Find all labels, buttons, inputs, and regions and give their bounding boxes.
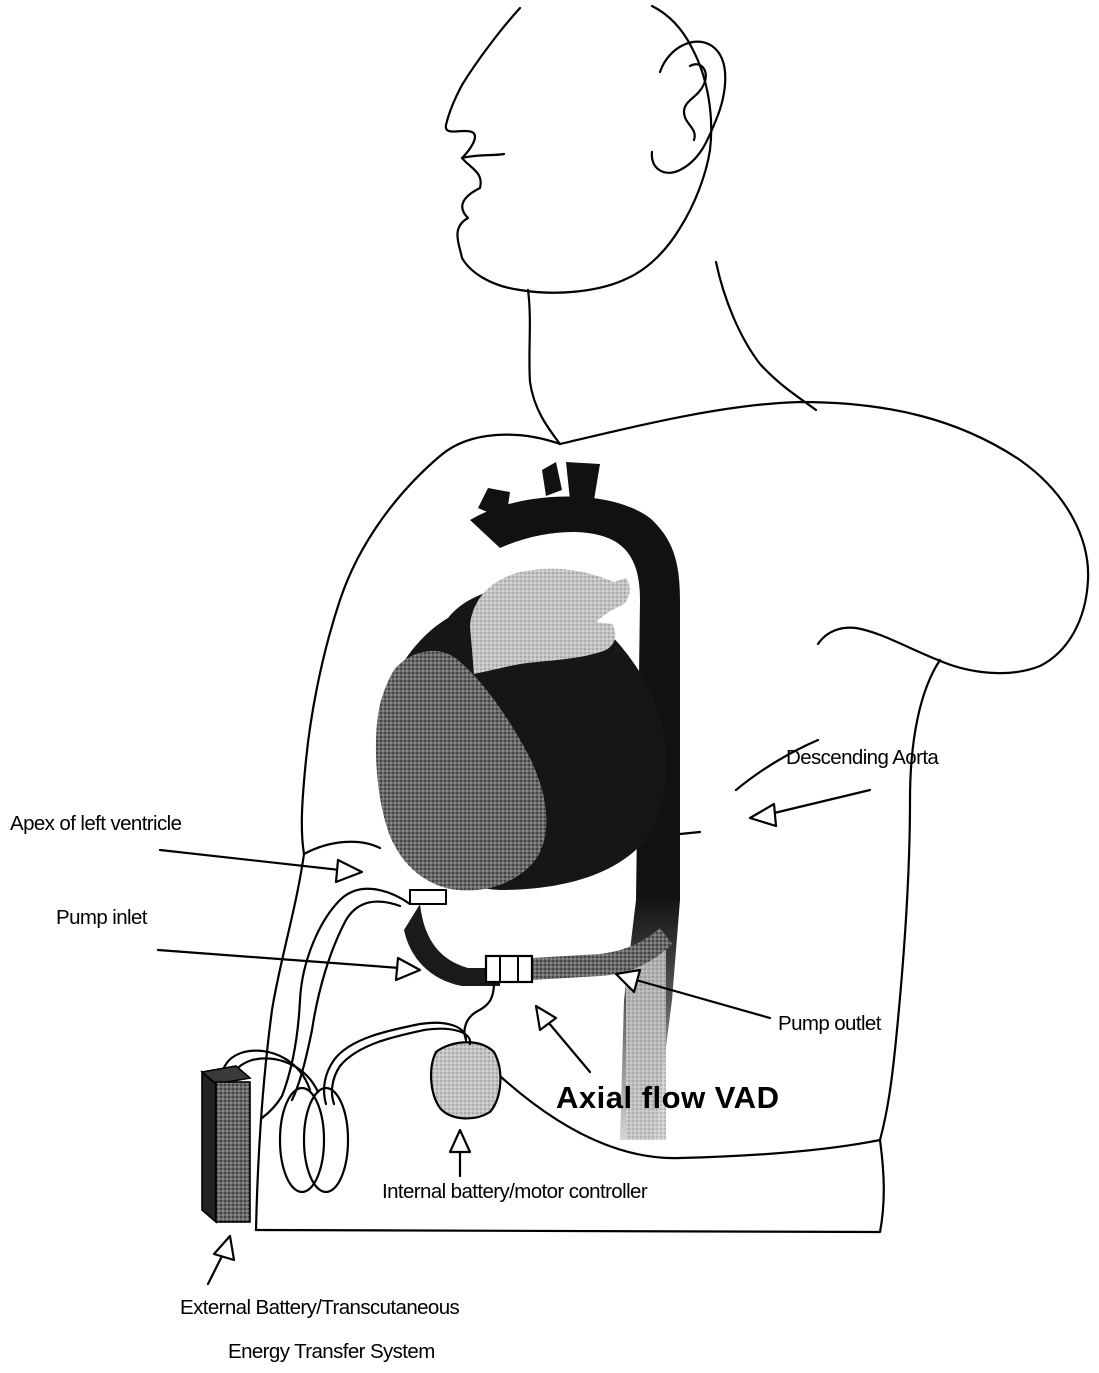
internal-lead-up [262, 889, 410, 1118]
coil-1 [280, 1088, 324, 1192]
internal-controller [431, 1042, 500, 1118]
apex-cannula [410, 890, 446, 904]
arrowhead-apex [336, 860, 362, 882]
leader-pump-inlet [158, 950, 400, 968]
leader-axial-flow [548, 1022, 590, 1072]
label-pump-outlet: Pump outlet [778, 1012, 882, 1035]
heart [376, 569, 667, 904]
external-battery [202, 1066, 250, 1222]
neck-front [528, 290, 560, 444]
label-pump-inlet: Pump inlet [56, 906, 148, 929]
label-internal-battery: Internal battery/motor controller [382, 1180, 648, 1203]
ear [652, 42, 725, 173]
leader-descending-aorta [770, 790, 870, 814]
label-external-battery-line1: External Battery/Transcutaneous [180, 1296, 460, 1319]
pump-cable [464, 982, 494, 1040]
arrowhead-external-battery [214, 1236, 234, 1260]
face-profile [446, 6, 711, 293]
chest-left [304, 842, 380, 854]
internal-lead-up-2 [292, 902, 400, 1100]
label-descending-aorta: Descending Aorta [786, 746, 939, 769]
mouth-line [462, 154, 504, 158]
pump-housing [486, 956, 532, 982]
torso-right [880, 660, 940, 1140]
arrowhead-internal-battery [450, 1130, 470, 1152]
label-external-battery-line2: Energy Transfer System [228, 1340, 435, 1363]
neck-back [716, 262, 816, 410]
label-axial-flow-vad: Axial flow VAD [556, 1080, 779, 1115]
arrowhead-pump-inlet [396, 958, 420, 980]
leader-external-battery [208, 1256, 222, 1284]
label-apex: Apex of left ventricle [10, 812, 182, 835]
arrowhead-descending-aorta [750, 804, 776, 826]
leader-apex [160, 850, 340, 870]
